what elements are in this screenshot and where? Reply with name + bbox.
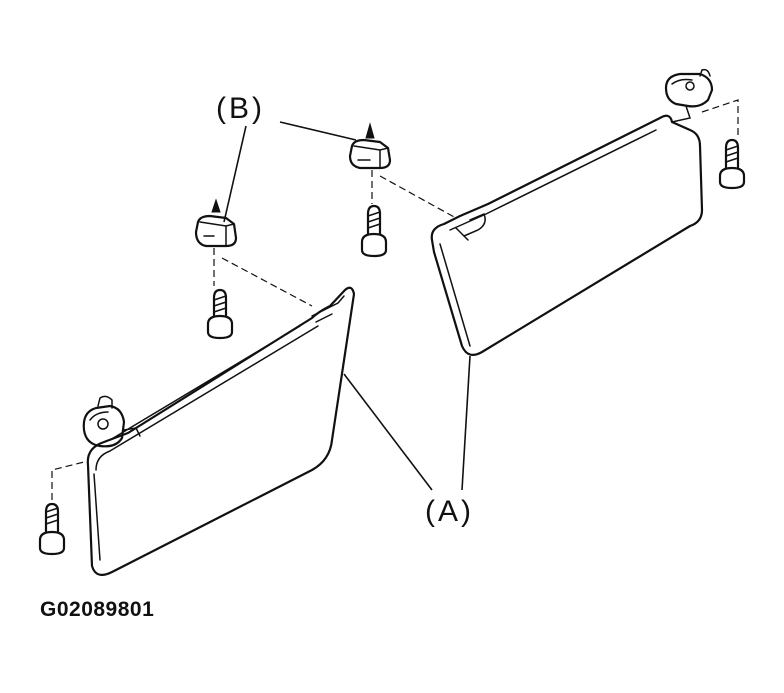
leader-lines: [223, 121, 471, 491]
screw-right-rear: [718, 138, 746, 190]
assembly-lines: [51, 99, 739, 500]
holder-clip-left: [194, 198, 238, 248]
screw-left-clip: [206, 288, 234, 340]
holder-clip-right: [348, 122, 392, 170]
screw-right-clip: [360, 204, 388, 258]
left-sun-visor: [82, 286, 356, 577]
figure-id: G02089801: [40, 598, 155, 621]
screw-left-front: [38, 502, 66, 556]
right-sun-visor: [430, 68, 714, 357]
callout-label-a: (A): [425, 495, 474, 528]
callout-label-b: (B): [216, 92, 265, 125]
